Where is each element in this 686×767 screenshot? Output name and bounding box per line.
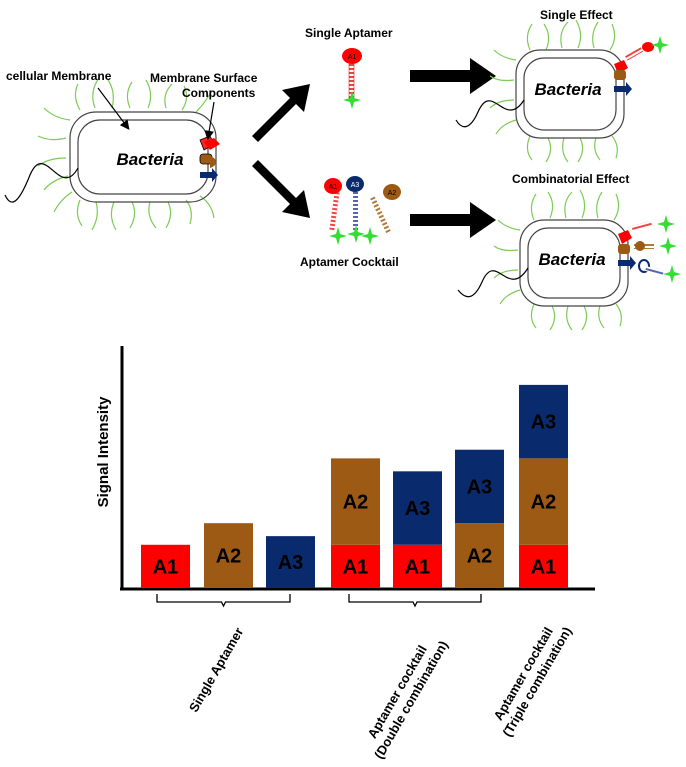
aptamer-cocktail-label: Aptamer Cocktail [300, 255, 399, 269]
surface-components-left [199, 135, 220, 182]
bacterium-single-effect: Bacteria [455, 19, 669, 163]
membrane-pointer [97, 87, 130, 130]
single-aptamer-tag: A1 [348, 54, 357, 61]
bar-7-label-A2: A2 [531, 492, 557, 514]
bar-7-label-A3: A3 [531, 412, 557, 434]
bar-4-segment-A1 [331, 544, 380, 588]
bar-5-segment-A1 [393, 544, 442, 588]
cocktail-tag-a3: A3 [351, 182, 360, 189]
bacteria-label-left: Bacteria [116, 150, 183, 169]
fimbriae-left [37, 77, 215, 231]
cocktail-tag-a2: A2 [388, 190, 397, 197]
bar-1-segment-A1 [141, 544, 190, 588]
bar-5-label-A1: A1 [405, 556, 431, 578]
aptamer-cocktail: A1 A3 A2 [324, 176, 401, 245]
cellular-membrane-label: cellular Membrane [6, 69, 112, 83]
membrane-surface-label-2: Components [182, 86, 256, 100]
bar-6-label-A2: A2 [467, 546, 493, 568]
bar-1-label-A1: A1 [153, 556, 179, 578]
bar-2-segment-A2 [204, 523, 253, 588]
group-bracket-2 [348, 594, 482, 608]
group-label-3: Aptamer cocktail(Triple combination) [486, 616, 575, 739]
bar-5-segment-A3 [393, 471, 442, 545]
cocktail-tag-a1: A1 [329, 184, 338, 191]
bar-5-label-A3: A3 [405, 498, 431, 520]
y-axis-label: Signal Intensity [95, 396, 112, 508]
group-label-1: Single Aptamer [186, 625, 246, 715]
bacteria-label-combinatorial: Bacteria [538, 250, 605, 269]
group-bracket-1 [156, 594, 291, 608]
bar-6-label-A3: A3 [467, 476, 493, 498]
combinatorial-effect-label: Combinatorial Effect [512, 172, 629, 186]
bar-7-segment-A2 [519, 458, 568, 545]
bar-4-segment-A2 [331, 458, 380, 545]
single-aptamer-A1: A1 [342, 48, 362, 109]
bar-6-segment-A2 [455, 523, 504, 588]
group-label-2: Aptamer cocktail(Double combination) [357, 630, 451, 761]
arrow-cocktail [410, 202, 496, 238]
bar-4-label-A2: A2 [343, 492, 369, 514]
bacterium-left: Bacteria [4, 77, 220, 231]
bacterium-combinatorial-effect: Bacteria [457, 189, 681, 331]
bar-7-label-A1: A1 [531, 556, 557, 578]
arrow-single [410, 58, 496, 94]
bar-6-segment-A3 [455, 449, 504, 524]
bar-4-label-A1: A1 [343, 556, 369, 578]
bar-3-label-A3: A3 [278, 552, 304, 574]
bar-7-segment-A3 [519, 384, 568, 459]
single-aptamer-label: Single Aptamer [305, 26, 393, 40]
arrow-up-branch [252, 84, 310, 142]
bacteria-label-single: Bacteria [534, 80, 601, 99]
bar-2-label-A2: A2 [216, 546, 242, 568]
bar-7-segment-A1 [519, 544, 568, 588]
group-labels: Single Aptamer Aptamer cocktail(Double co… [156, 594, 575, 761]
single-effect-label: Single Effect [540, 8, 613, 22]
bar-3-segment-A3 [266, 536, 315, 588]
surface-pointer [204, 101, 215, 141]
membrane-surface-label-1: Membrane Surface [150, 71, 258, 85]
arrow-down-branch [252, 160, 310, 218]
